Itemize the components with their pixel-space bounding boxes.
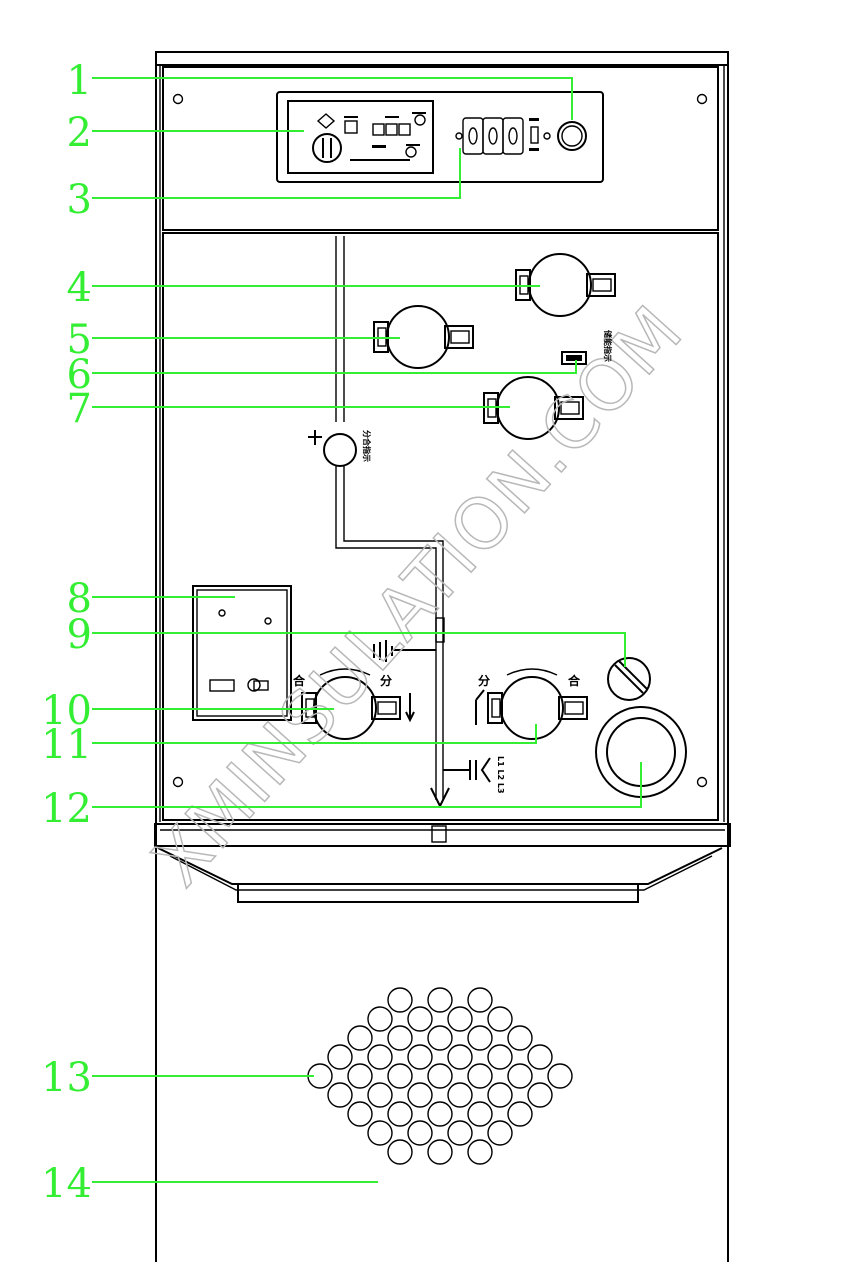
vent-hole bbox=[407, 1044, 433, 1070]
vent-hole bbox=[467, 987, 493, 1013]
vent-hole bbox=[467, 1101, 493, 1127]
ventilation-holes bbox=[307, 987, 573, 1165]
vent-hole bbox=[507, 1101, 533, 1127]
vent-hole bbox=[427, 1063, 453, 1089]
lower-door bbox=[154, 823, 731, 903]
vent-hole bbox=[367, 1120, 393, 1146]
vent-hole bbox=[547, 1063, 573, 1089]
vent-hole bbox=[327, 1082, 353, 1108]
vent-hole bbox=[427, 1101, 453, 1127]
callout-13: 13 bbox=[41, 1055, 92, 1101]
vent-hole bbox=[407, 1120, 433, 1146]
vent-hole bbox=[407, 1082, 433, 1108]
vent-hole bbox=[387, 1025, 413, 1051]
vent-hole bbox=[467, 1063, 493, 1089]
callout-9: 9 bbox=[67, 612, 92, 658]
energy-storage-indicator-label: 储能指示 bbox=[603, 329, 613, 362]
callout-2: 2 bbox=[67, 110, 92, 156]
vent-hole bbox=[367, 1044, 393, 1070]
vent-hole bbox=[427, 1139, 453, 1165]
vent-hole bbox=[347, 1063, 373, 1089]
vent-hole bbox=[507, 1025, 533, 1051]
vent-hole bbox=[387, 1063, 413, 1089]
operating-shaft-11 bbox=[475, 668, 588, 740]
close-label-left: 合 bbox=[293, 673, 306, 688]
callout-4: 4 bbox=[67, 265, 92, 311]
relay-panel bbox=[276, 91, 604, 183]
vent-hole bbox=[387, 1101, 413, 1127]
vent-hole bbox=[487, 1082, 513, 1108]
vent-hole bbox=[407, 1006, 433, 1032]
vent-hole bbox=[427, 987, 453, 1013]
vent-hole bbox=[467, 1025, 493, 1051]
vent-hole bbox=[447, 1006, 473, 1032]
mimic-diagram bbox=[308, 236, 491, 809]
vent-hole bbox=[367, 1006, 393, 1032]
vent-hole bbox=[347, 1025, 373, 1051]
vent-hole bbox=[367, 1082, 393, 1108]
callout-leaders bbox=[92, 77, 642, 1183]
open-label-left: 分 bbox=[380, 673, 392, 688]
callout-8: 8 bbox=[67, 576, 92, 622]
live-indicator-label: L1 L2 L3 bbox=[496, 756, 505, 794]
close-label-right: 合 bbox=[568, 673, 581, 688]
vent-hole bbox=[447, 1044, 473, 1070]
callout-numbers: 1 2 3 4 5 6 7 8 9 10 11 12 13 14 bbox=[41, 58, 92, 1207]
vent-hole bbox=[447, 1120, 473, 1146]
interlock-knob bbox=[607, 657, 651, 701]
callout-10: 10 bbox=[41, 688, 92, 734]
door-lock-plate bbox=[192, 585, 292, 721]
callout-1: 1 bbox=[67, 58, 92, 104]
callout-11: 11 bbox=[41, 722, 92, 768]
watermark: XMINSULATION.COM bbox=[137, 289, 700, 901]
callout-14: 14 bbox=[41, 1161, 92, 1207]
vent-hole bbox=[447, 1082, 473, 1108]
vent-hole bbox=[427, 1025, 453, 1051]
callout-6: 6 bbox=[67, 352, 92, 398]
cabinet-outline bbox=[155, 51, 729, 1262]
open-close-indicator-label: 分合指示 bbox=[362, 430, 372, 462]
callout-5: 5 bbox=[67, 317, 92, 363]
vent-hole bbox=[527, 1082, 553, 1108]
vent-hole bbox=[387, 987, 413, 1013]
vent-hole bbox=[507, 1063, 533, 1089]
vent-hole bbox=[487, 1120, 513, 1146]
vent-hole bbox=[467, 1139, 493, 1165]
vent-hole bbox=[527, 1044, 553, 1070]
open-label-right: 分 bbox=[478, 673, 490, 688]
vent-hole bbox=[487, 1006, 513, 1032]
energy-storage-indicator-window bbox=[561, 351, 587, 365]
callout-12: 12 bbox=[41, 786, 92, 832]
callout-7: 7 bbox=[67, 386, 92, 432]
vent-hole bbox=[327, 1044, 353, 1070]
vent-hole bbox=[347, 1101, 373, 1127]
vent-hole bbox=[487, 1044, 513, 1070]
vent-hole bbox=[387, 1139, 413, 1165]
callout-3: 3 bbox=[67, 177, 92, 223]
